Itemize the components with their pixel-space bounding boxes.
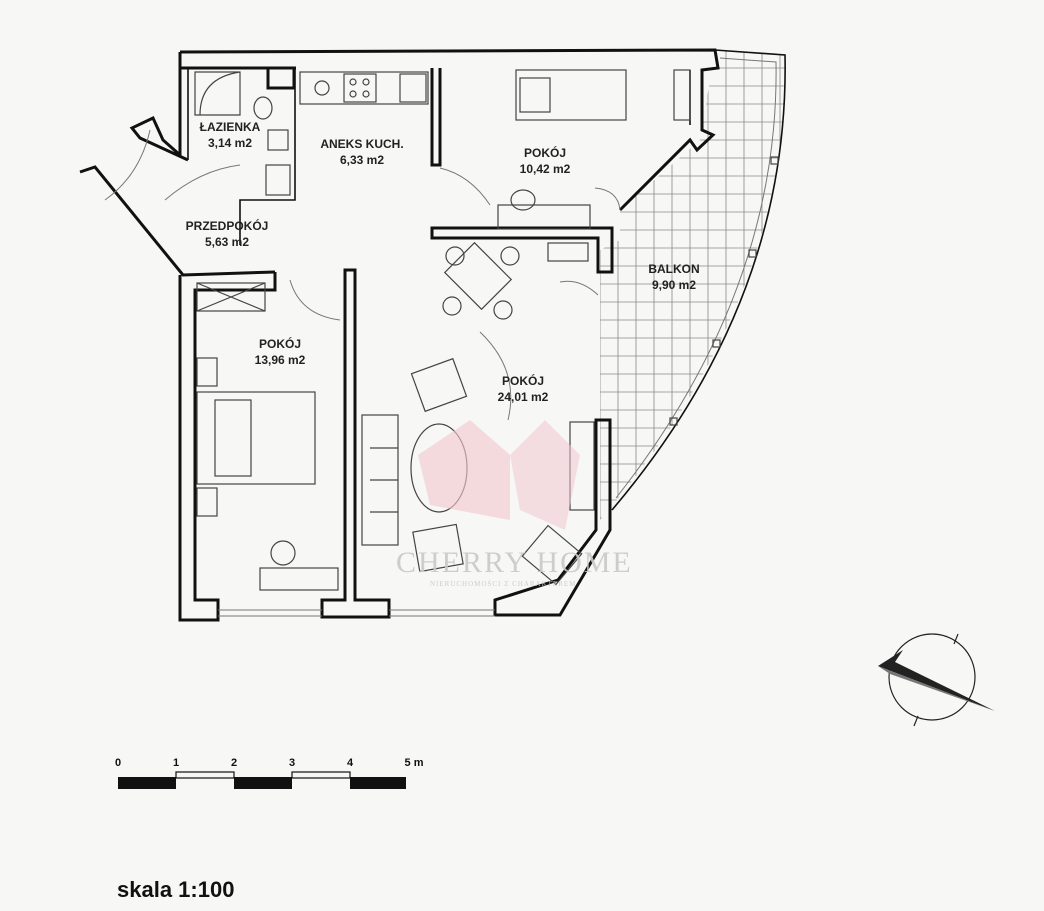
room-area-bathroom: 3,14 m2: [208, 136, 252, 150]
bed-room-small: [515, 69, 691, 121]
scale-title: skala 1:100: [117, 877, 234, 902]
scale-tick-0: 0: [115, 757, 121, 769]
watermark-tagline: NIERUCHOMOŚCI Z CHARAKTEREM: [430, 580, 576, 588]
room-name-living: POKÓJ: [502, 373, 544, 388]
room-name-bedroom: POKÓJ: [259, 336, 301, 351]
room-area-kitchen: 6,33 m2: [340, 153, 384, 167]
desk-room-small: [497, 189, 591, 230]
north-arrow-icon: [878, 633, 995, 727]
cherry-home-logo-icon: [418, 420, 510, 520]
room-name-hall: PRZEDPOKÓJ: [186, 218, 269, 233]
scale-tick-1: 1: [173, 757, 179, 769]
watermark-brand: CHERRY HOME: [396, 546, 633, 579]
room-area-balcony: 9,90 m2: [652, 278, 696, 292]
room-name-bathroom: ŁAZIENKA: [200, 120, 261, 134]
watermark: CHERRY HOME NIERUCHOMOŚCI Z CHARAKTEREM: [396, 420, 633, 588]
cabinet: [547, 242, 589, 262]
scale-tick-5: 5 m: [405, 757, 424, 769]
room-area-room-small: 10,42 m2: [520, 162, 571, 176]
room-name-room-small: POKÓJ: [524, 145, 566, 160]
bathroom-fixtures: [194, 71, 291, 196]
balcony-posts: [669, 156, 779, 426]
scale-tick-4: 4: [347, 757, 354, 769]
living-furniture: [361, 331, 595, 586]
walls: [79, 48, 720, 622]
room-area-living: 24,01 m2: [498, 390, 549, 404]
room-name-kitchen: ANEKS KUCH.: [320, 137, 403, 151]
balcony-outline: [611, 49, 786, 511]
room-area-hall: 5,63 m2: [205, 235, 249, 249]
scale-tick-3: 3: [289, 757, 295, 769]
room-name-balcony: BALKON: [648, 262, 699, 276]
kitchen-counter: [299, 71, 429, 105]
balcony-edge-inner: [615, 57, 777, 499]
window-bottom: [218, 609, 495, 617]
dining-table: [442, 241, 520, 320]
bedroom-furniture: [196, 282, 339, 591]
scale-bar: 0 1 2 3 4 5 m: [115, 757, 424, 789]
scale-tick-2: 2: [231, 757, 237, 769]
room-area-bedroom: 13,96 m2: [255, 353, 306, 367]
door-swings: [104, 129, 621, 321]
